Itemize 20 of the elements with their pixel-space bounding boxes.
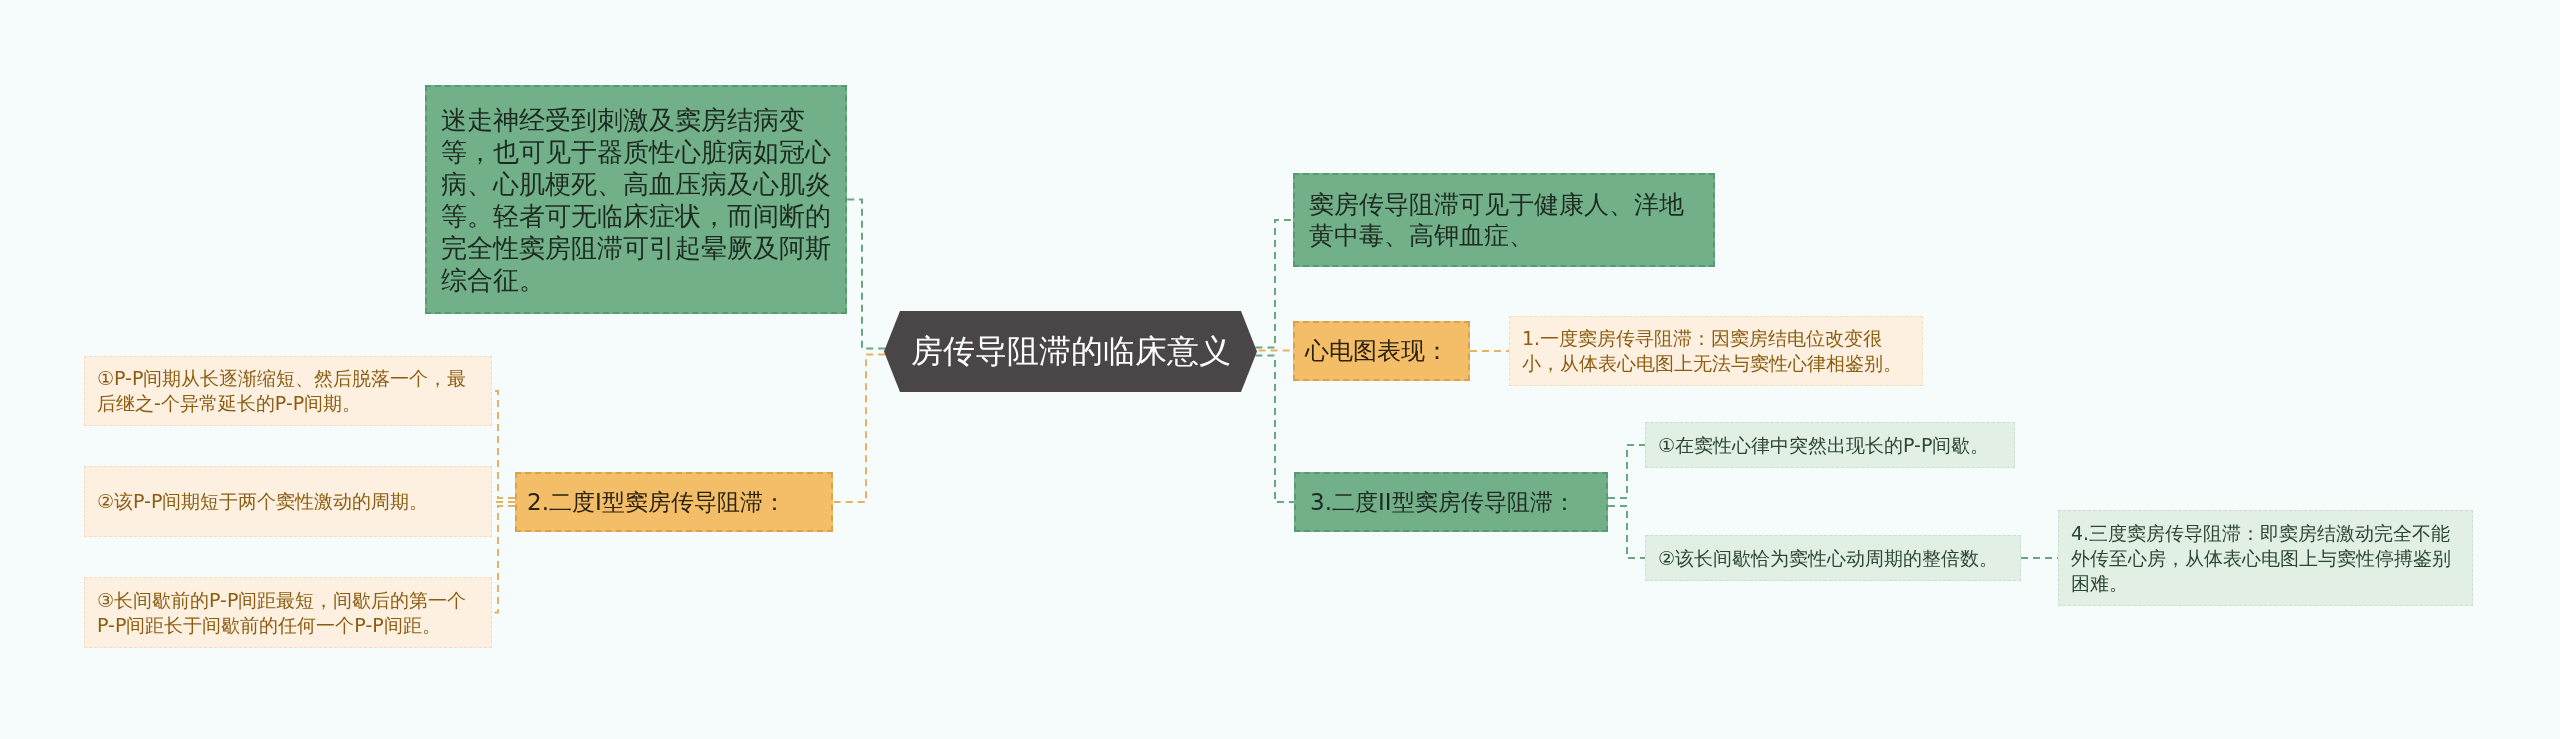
note-box: ①在窦性心律中突然出现长的P-P间歇。: [1645, 422, 2015, 468]
connector-line: [1607, 505, 1646, 559]
topic-box: 3.二度II型窦房传导阻滞：: [1294, 472, 1608, 532]
connector-line: [1469, 350, 1510, 352]
connector-line: [1607, 444, 1646, 499]
topic-hexagon: 房传导阻滞的临床意义: [884, 311, 1257, 392]
connector-line: [1254, 219, 1294, 349]
connector-line: [1254, 354, 1295, 503]
topic-box: 2.二度I型窦房传导阻滞：: [515, 472, 833, 532]
note-box: 4.三度窦房传导阻滞：即窦房结激动完全不能外传至心房，从体表心电图上与窦性停搏鉴别困难。: [2058, 510, 2473, 606]
topic-box: 窦房传导阻滞可见于健康人、洋地黄中毒、高钾血症、: [1293, 173, 1715, 267]
note-box: ②该P-P间期短于两个窦性激动的周期。: [84, 466, 492, 537]
note-box: 1.一度窦房传寻阻滞：因窦房结电位改变很小，从体表心电图上无法与窦性心律相鉴别。: [1509, 316, 1923, 386]
connector-line: [832, 353, 887, 503]
topic-box: 迷走神经受到刺激及窦房结病变等，也可见于器质性心脏病如冠心病、心肌梗死、高血压病及心肌炎等。轻者可无临床症状，而间断的完全性窦房阻滞可引起晕厥及阿斯综合征。: [425, 85, 847, 314]
note-box: ③长间歇前的P-P间距最短，间歇后的第一个P-P间距长于间歇前的任何一个P-P间距。: [84, 577, 492, 648]
note-box: ②该长间歇恰为窦性心动周期的整倍数。: [1645, 535, 2021, 581]
topic-box: 心电图表现：: [1293, 321, 1470, 381]
connector-line: [846, 198, 887, 350]
note-box: ①P-P间期从长逐渐缩短、然后脱落一个，最后继之-个异常延长的P-P间期。: [84, 356, 492, 426]
